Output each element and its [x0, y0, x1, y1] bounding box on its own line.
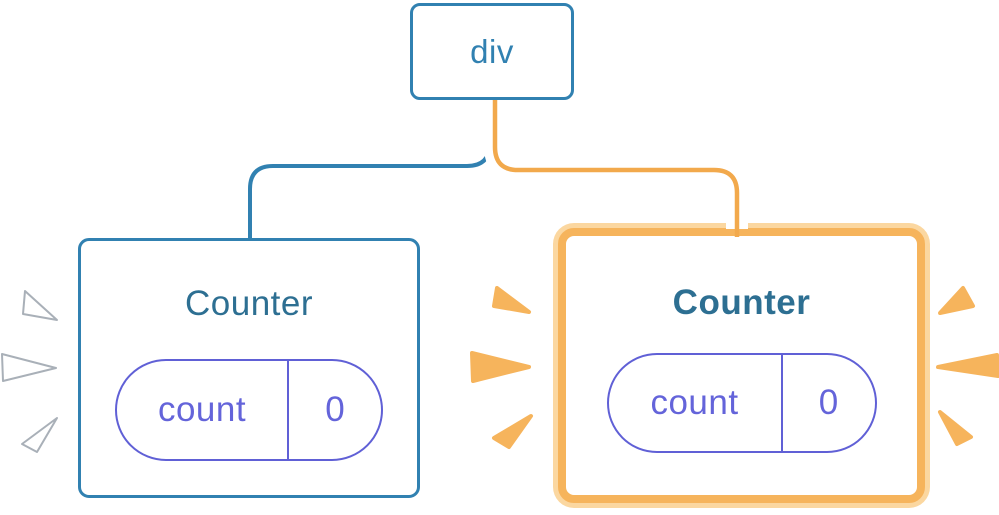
counter-card-left: Counter count 0 — [78, 238, 420, 498]
burst-icon — [22, 290, 58, 321]
burst-icon — [492, 414, 533, 449]
pill-divider — [287, 361, 289, 459]
burst-icon — [938, 410, 973, 446]
edge-highlight-casing — [484, 100, 748, 229]
state-key-left: count — [157, 390, 247, 429]
counter-title-left: Counter — [184, 284, 314, 323]
burst-icon — [1, 353, 57, 382]
root-node: div — [410, 3, 574, 100]
burst-icon — [492, 286, 531, 314]
burst-icon — [21, 417, 58, 453]
state-pill-left: count 0 — [115, 359, 383, 461]
state-value-left: 0 — [325, 390, 345, 429]
burst-icon — [938, 286, 975, 315]
state-key-right: count — [650, 383, 739, 422]
burst-icon — [470, 351, 531, 383]
counter-title-right: Counter — [672, 283, 811, 322]
state-value-right: 0 — [818, 383, 839, 422]
counter-card-right-highlighted: Counter count 0 — [558, 228, 925, 503]
state-pill-right: count 0 — [606, 353, 877, 453]
burst-icon — [936, 353, 999, 378]
edge-root-to-left-counter — [248, 100, 492, 239]
root-node-label: div — [470, 32, 514, 70]
pill-divider — [780, 355, 783, 451]
edge-root-to-right-counter — [492, 100, 740, 237]
